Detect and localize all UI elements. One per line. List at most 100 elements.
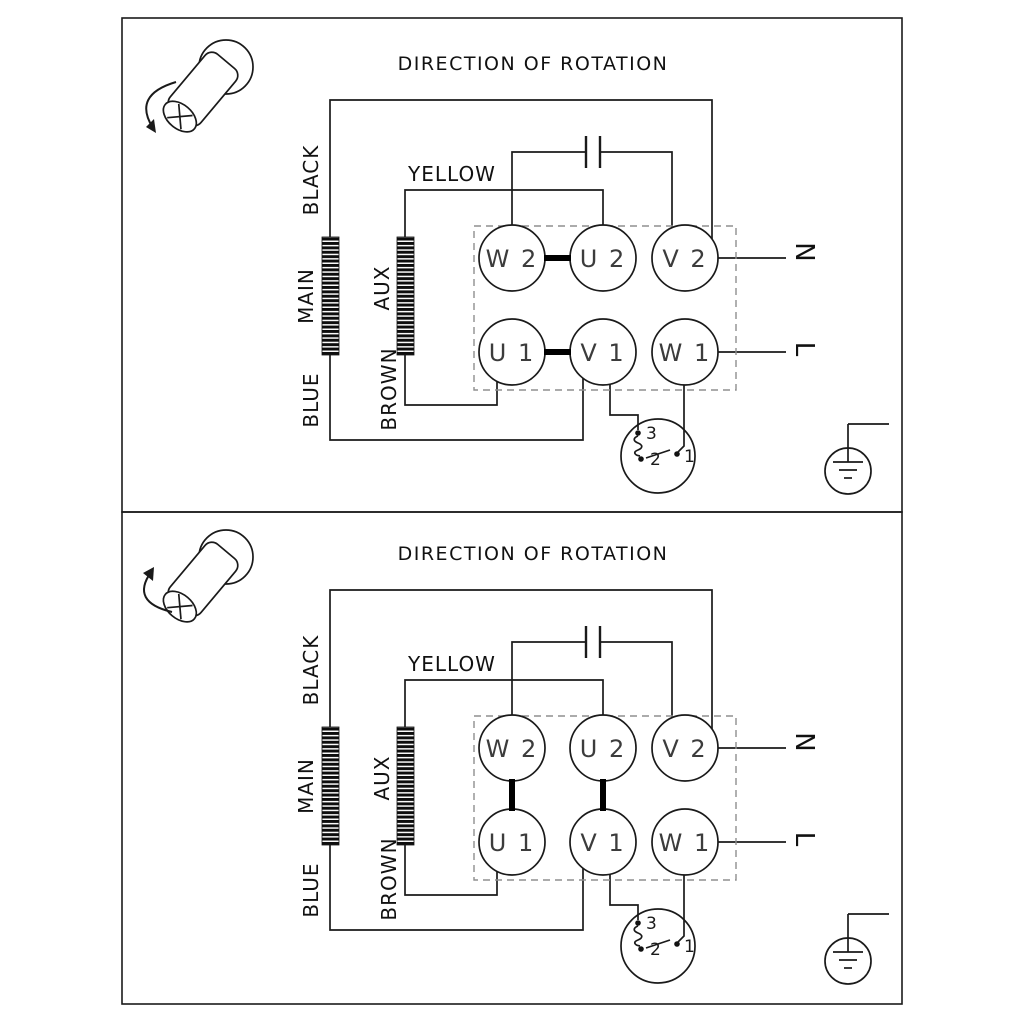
shaft-x-mark [167, 114, 193, 119]
protector-pin-1-dot [674, 451, 680, 457]
label-blue: BLUE [299, 862, 323, 917]
protector-pin-1-label: 1 [684, 937, 695, 957]
protector-pin-2-dot [638, 456, 644, 462]
protector-contact-arm [645, 939, 671, 949]
earth-ground-symbol [824, 913, 889, 985]
earth-ground-symbol [824, 423, 889, 495]
label-main: MAIN [294, 268, 318, 324]
windings [321, 236, 415, 356]
terminals: W 2 U 2 V 2 U 1 V 1 W 1 [478, 224, 719, 386]
wire-labels: BLACK YELLOW MAIN AUX BROWN BLUE [294, 635, 496, 921]
aux-winding-coil [396, 236, 415, 356]
protector-pin-2-dot [638, 946, 644, 952]
protector-pin-1-label: 1 [684, 447, 695, 467]
terminal-u1-label: U 1 [489, 829, 535, 857]
protector-coil [633, 435, 643, 457]
protector-pin-3-label: 3 [646, 424, 657, 444]
wire-yellow [404, 679, 604, 735]
protector-stub-1 [677, 429, 685, 453]
terminal-links-horizontal [544, 255, 571, 355]
wire-v1-to-protector [609, 868, 639, 918]
terminal-w2-label: W 2 [486, 735, 539, 763]
wire-yellow [404, 189, 604, 245]
terminal-v2-label: V 2 [662, 245, 707, 273]
wires [329, 99, 786, 441]
neutral-label: N [789, 732, 819, 751]
line-label: L [789, 342, 819, 357]
main-winding-coil [321, 236, 340, 356]
main-winding-coil [321, 726, 340, 846]
panel-top: DIRECTION OF ROTATION [145, 39, 889, 495]
thermal-protector-circle [620, 418, 696, 494]
label-brown: BROWN [377, 347, 401, 430]
wire-labels: BLACK YELLOW MAIN AUX BROWN BLUE [294, 145, 496, 431]
label-main: MAIN [294, 758, 318, 814]
wire-v1-to-protector [609, 378, 639, 428]
terminal-w1-circle [651, 808, 719, 876]
thermal-protector: 3 2 1 [620, 418, 696, 494]
panel-title: DIRECTION OF ROTATION [398, 543, 669, 565]
terminal-v2-circle [651, 714, 719, 782]
label-blue: BLUE [299, 372, 323, 427]
protector-pin-1-dot [674, 941, 680, 947]
terminal-v1-label: V 1 [580, 339, 625, 367]
bottom-panel-frame [121, 511, 903, 1005]
label-black: BLACK [299, 145, 323, 216]
wire-black [329, 99, 713, 245]
label-aux: AUX [370, 755, 394, 800]
rotation-arrowhead [143, 567, 154, 581]
protector-stub-1 [677, 919, 685, 943]
terminal-w1-circle [651, 318, 719, 386]
terminal-v2-circle [651, 224, 719, 292]
shaft-x-mark [167, 604, 193, 609]
wire-capacitor-right [600, 641, 673, 735]
windings [321, 726, 415, 846]
motor-icon [145, 39, 254, 133]
protector-pin-3-dot [635, 920, 641, 926]
label-yellow: YELLOW [407, 162, 496, 186]
terminal-u2-label: U 2 [580, 245, 626, 273]
terminal-u1-label: U 1 [489, 339, 535, 367]
terminal-board-outline [473, 225, 737, 391]
protector-pin-3-label: 3 [646, 914, 657, 934]
thermal-protector-circle [620, 908, 696, 984]
neutral-label: N [789, 242, 819, 261]
panel-bottom: DIRECTION OF ROTATION [143, 529, 889, 985]
terminal-links-vertical [509, 779, 606, 811]
aux-winding-coil [396, 726, 415, 846]
label-yellow: YELLOW [407, 652, 496, 676]
rotation-arrow-down-icon [145, 81, 177, 129]
protector-pin-2-label: 2 [650, 450, 661, 470]
line-label: L [789, 832, 819, 847]
wire-black [329, 589, 713, 735]
motor-icon [143, 529, 254, 623]
label-brown: BROWN [377, 837, 401, 920]
thermal-protector: 3 2 1 [620, 908, 696, 984]
wire-blue [329, 845, 584, 931]
terminal-w1-label: W 1 [659, 829, 712, 857]
wires [329, 589, 786, 931]
wire-brown [404, 845, 498, 896]
terminal-w2-label: W 2 [486, 245, 539, 273]
panel-title: DIRECTION OF ROTATION [398, 53, 669, 75]
wire-capacitor-left [511, 151, 586, 245]
rotation-arrow-up-icon [143, 571, 173, 613]
terminal-board-outline [473, 715, 737, 881]
wire-capacitor-right [600, 151, 673, 245]
label-black: BLACK [299, 635, 323, 706]
protector-pin-3-dot [635, 430, 641, 436]
terminals: W 2 U 2 V 2 U 1 V 1 W 1 [478, 714, 719, 876]
wire-blue [329, 355, 584, 441]
terminal-v2-label: V 2 [662, 735, 707, 763]
protector-contact-arm [645, 449, 671, 459]
terminal-u2-label: U 2 [580, 735, 626, 763]
rotation-arrowhead [146, 119, 156, 133]
protector-coil [633, 925, 643, 947]
wire-capacitor-left [511, 641, 586, 735]
label-aux: AUX [370, 265, 394, 310]
protector-pin-2-label: 2 [650, 940, 661, 960]
terminal-v1-label: V 1 [580, 829, 625, 857]
terminal-w1-label: W 1 [659, 339, 712, 367]
